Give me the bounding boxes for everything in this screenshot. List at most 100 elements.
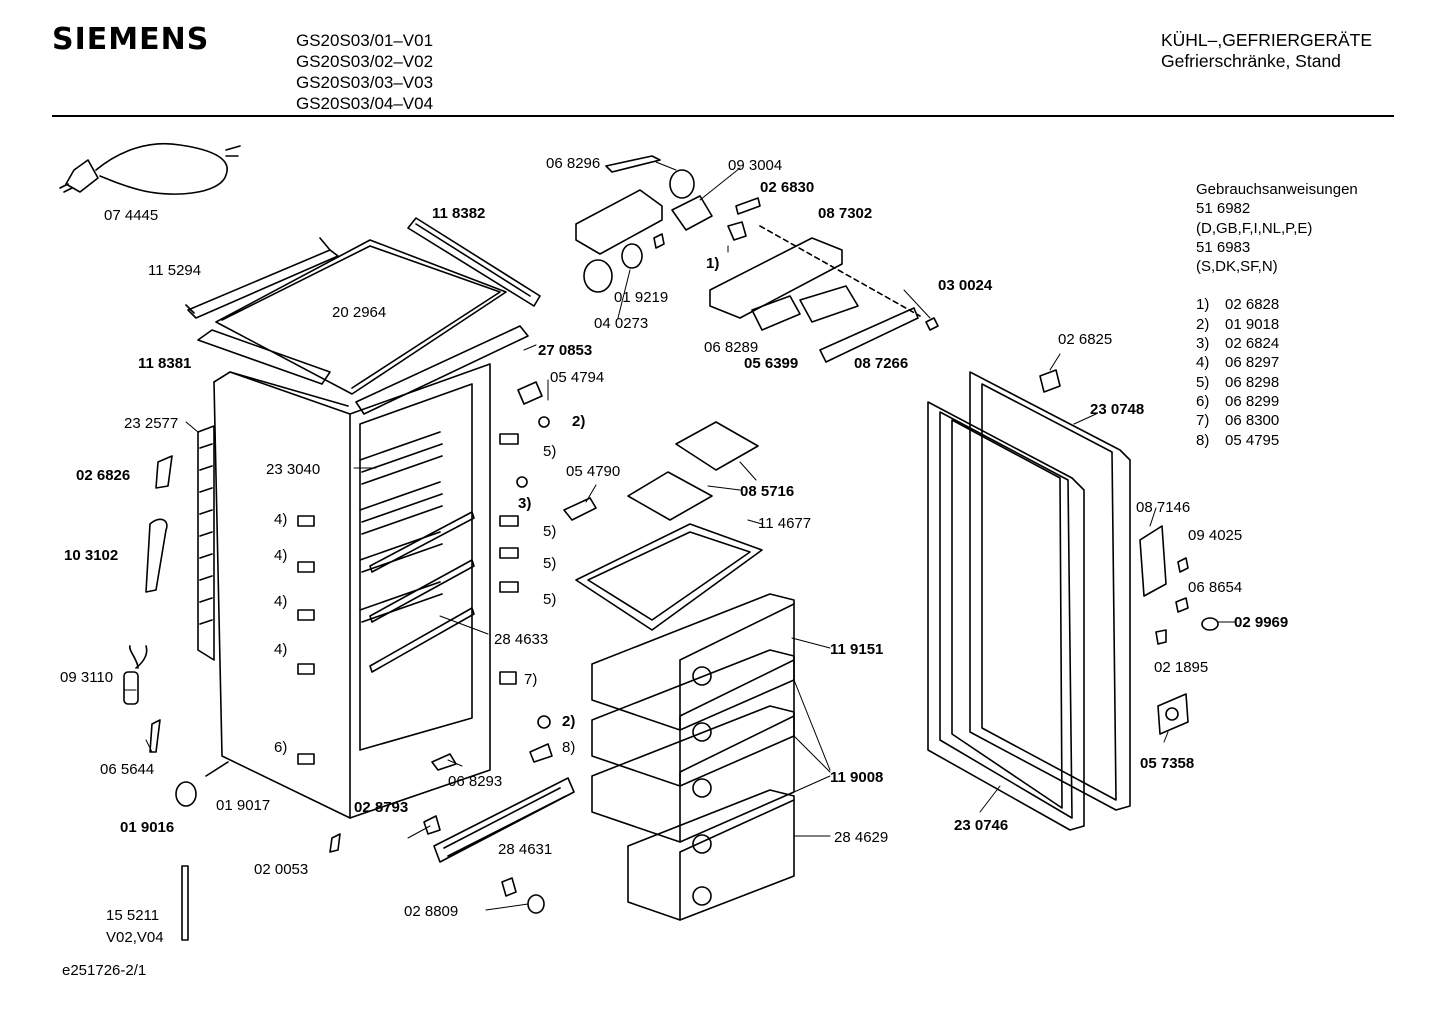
footnote-part: 06 8298 — [1225, 373, 1280, 391]
footnote-key: 5) — [1196, 373, 1210, 391]
kick-plate-part — [433, 777, 575, 863]
part-label: 08 7146 — [1136, 499, 1190, 516]
part-label: 02 8809 — [404, 903, 458, 920]
part-label: 02 1895 — [1154, 659, 1208, 676]
part-label: 23 3040 — [266, 461, 320, 478]
thermostat-assembly-part — [575, 155, 939, 363]
footnote-callout: 1) — [706, 255, 719, 272]
part-label: 05 4790 — [566, 463, 620, 480]
part-label: 15 5211 — [106, 907, 159, 924]
part-label: V02,V04 — [106, 929, 164, 946]
top-cover-part — [215, 239, 507, 395]
footnote-key: 3) — [1196, 335, 1210, 353]
door-part — [969, 371, 1131, 811]
footnote-callout: 6) — [274, 739, 287, 756]
footnote-row: 5) 06 8298 — [1196, 373, 1358, 392]
footnote-callout: 4) — [274, 511, 287, 528]
footnote-key: 7) — [1196, 412, 1210, 430]
footnote-callout: 8) — [562, 739, 575, 756]
part-label: 06 8289 — [704, 339, 758, 356]
cabinet-body-part — [213, 363, 491, 819]
part-label: 27 0853 — [538, 342, 592, 359]
footnote-callout: 5) — [543, 555, 556, 572]
part-label: 01 9017 — [216, 797, 270, 814]
part-label: 11 9151 — [830, 641, 883, 658]
freezer-drawers-part — [591, 593, 795, 921]
footnote-row: 2) 01 9018 — [1196, 315, 1358, 334]
footnote-part: 05 4795 — [1225, 431, 1280, 449]
part-label: 09 3110 — [60, 669, 113, 686]
drawing-code: e251726-2/1 — [62, 962, 147, 979]
footnote-part: 02 6824 — [1225, 335, 1280, 353]
footnote-callout: 2) — [562, 713, 575, 730]
model-number: GS20S03/02–V02 — [296, 52, 434, 71]
model-number: GS20S03/01–V01 — [296, 31, 434, 50]
footnote-row: 7) 06 8300 — [1196, 411, 1358, 430]
category-title: KÜHL–,GEFRIERGERÄTE — [1160, 30, 1372, 50]
part-label: 23 0748 — [1090, 401, 1144, 418]
footnote-row: 8) 05 4795 — [1196, 431, 1358, 450]
appliance-category: KÜHL–,GEFRIERGERÄTE Gefrierschränke, Sta… — [1161, 30, 1372, 72]
part-label: 11 9008 — [830, 769, 883, 786]
footnote-callout: 4) — [274, 641, 287, 658]
manuals-title: Gebrauchsanweisungen — [1196, 181, 1358, 198]
footnote-part: 01 9018 — [1225, 315, 1280, 333]
footnote-callout: 4) — [274, 547, 287, 564]
model-list: GS20S03/01–V01 GS20S03/02–V02 GS20S03/03… — [296, 30, 433, 114]
footnote-row: 4)06 8297 — [1196, 353, 1358, 372]
part-label: 08 5716 — [740, 483, 794, 500]
brand-logo: SIEMENS — [52, 22, 210, 57]
part-label: 11 5294 — [148, 262, 201, 279]
part-label: 11 4677 — [758, 515, 811, 532]
part-label: 06 8296 — [546, 155, 600, 172]
footnote-key: 2) — [1196, 315, 1210, 333]
footnote-part: 06 8297 — [1225, 354, 1280, 372]
model-number: GS20S03/03–V03 — [296, 73, 434, 92]
ice-trays-part — [627, 421, 759, 521]
manuals-and-footnotes: Gebrauchsanweisungen 51 6982 (D,GB,F,I,N… — [1196, 180, 1358, 450]
footnote-part: 06 8300 — [1225, 412, 1280, 430]
footnote-row: 1)02 6828 — [1196, 295, 1358, 314]
footnote-key: 1) — [1196, 296, 1210, 314]
part-label: 11 8382 — [432, 205, 485, 222]
manual-languages: (D,GB,F,I,NL,P,E) — [1196, 219, 1313, 237]
part-label: 05 6399 — [744, 355, 798, 372]
header-divider — [52, 115, 1394, 117]
part-label: 02 6825 — [1058, 331, 1112, 348]
part-label: 02 9969 — [1234, 614, 1288, 631]
part-label: 11 8381 — [138, 355, 191, 372]
condenser-part — [197, 425, 215, 661]
top-rail-right-part — [407, 217, 541, 307]
footnote-callout: 2) — [572, 413, 585, 430]
part-label: 08 7302 — [818, 205, 872, 222]
part-label: 23 0746 — [954, 817, 1008, 834]
model-number: GS20S03/04–V04 — [296, 94, 434, 113]
part-label: 01 9016 — [120, 819, 174, 836]
footnote-callout: 5) — [543, 523, 556, 540]
manual-part-number: 51 6983 — [1196, 238, 1251, 256]
footnote-callout: 3) — [518, 495, 531, 512]
power-cord-part — [59, 142, 241, 195]
footnote-callout: 5) — [543, 591, 556, 608]
part-label: 08 7266 — [854, 355, 908, 372]
right-clips-part — [499, 433, 519, 685]
part-label: 03 0024 — [938, 277, 993, 294]
top-rail-left-part — [185, 237, 339, 319]
part-label: 02 0053 — [254, 861, 308, 878]
footnote-key: 8) — [1196, 431, 1210, 449]
footnote-callout: 4) — [274, 593, 287, 610]
part-label: 01 9219 — [614, 289, 668, 306]
part-label: 23 2577 — [124, 415, 178, 432]
part-label: 09 4025 — [1188, 527, 1242, 544]
footnote-key: 6) — [1196, 392, 1210, 410]
part-label: 09 3004 — [728, 157, 782, 174]
part-label: 20 2964 — [332, 304, 386, 321]
part-label: 06 8654 — [1188, 579, 1242, 596]
door-hardware-part — [1039, 369, 1219, 735]
part-label: 06 5644 — [100, 761, 154, 778]
part-label: 10 3102 — [64, 547, 118, 564]
basket-lid-part — [575, 523, 763, 631]
part-label: 02 6826 — [76, 467, 130, 484]
part-label: 05 4794 — [550, 369, 604, 386]
